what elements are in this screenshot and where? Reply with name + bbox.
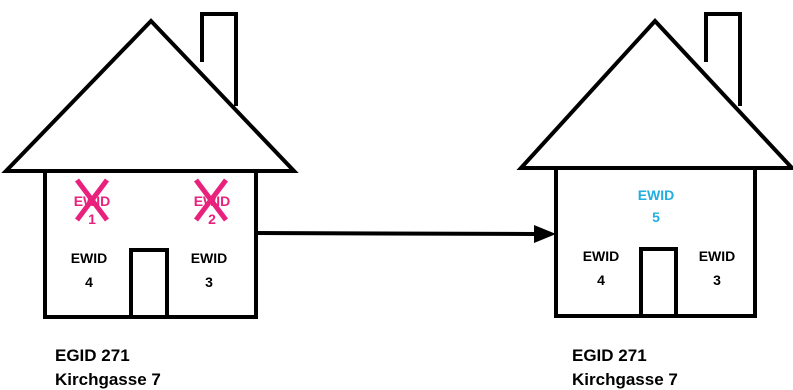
unit-4-label-before: EWID [71, 250, 108, 266]
door-before [129, 248, 169, 319]
house-before: EWID 1 EWID 2 EWID 4 EWID 3 [1, 12, 299, 319]
egid-caption-after: EGID 271 [572, 346, 647, 365]
removed-unit-1: EWID 1 [74, 178, 110, 227]
new-unit-5-number: 5 [652, 209, 660, 225]
chimney-before [200, 12, 238, 106]
roof-before [1, 18, 299, 173]
house-after: EWID 5 EWID 4 EWID 3 [516, 12, 793, 318]
unit-3-number-after: 3 [713, 272, 721, 288]
cross-out-icon [194, 178, 228, 222]
cross-out-icon [75, 178, 109, 222]
door-after [639, 247, 678, 318]
address-caption-after: Kirchgasse 7 [572, 370, 678, 389]
roof-after [516, 18, 793, 170]
removed-unit-1-number: 1 [88, 211, 96, 227]
arrow-head [534, 225, 556, 243]
unit-3-label-before: EWID [191, 250, 228, 266]
unit-4-label-after: EWID [583, 248, 620, 264]
chimney-after [704, 12, 742, 106]
unit-4-number-before: 4 [85, 274, 93, 290]
new-unit-5-label: EWID [638, 187, 675, 203]
arrow-icon [255, 225, 556, 243]
address-caption-before: Kirchgasse 7 [55, 370, 161, 389]
unit-3-number-before: 3 [205, 274, 213, 290]
unit-3-label-after: EWID [699, 248, 736, 264]
removed-unit-2-number: 2 [208, 211, 216, 227]
arrow-shaft [255, 231, 537, 236]
unit-4-number-after: 4 [597, 272, 605, 288]
removed-unit-2: EWID 2 [194, 178, 230, 227]
egid-caption-before: EGID 271 [55, 346, 130, 365]
